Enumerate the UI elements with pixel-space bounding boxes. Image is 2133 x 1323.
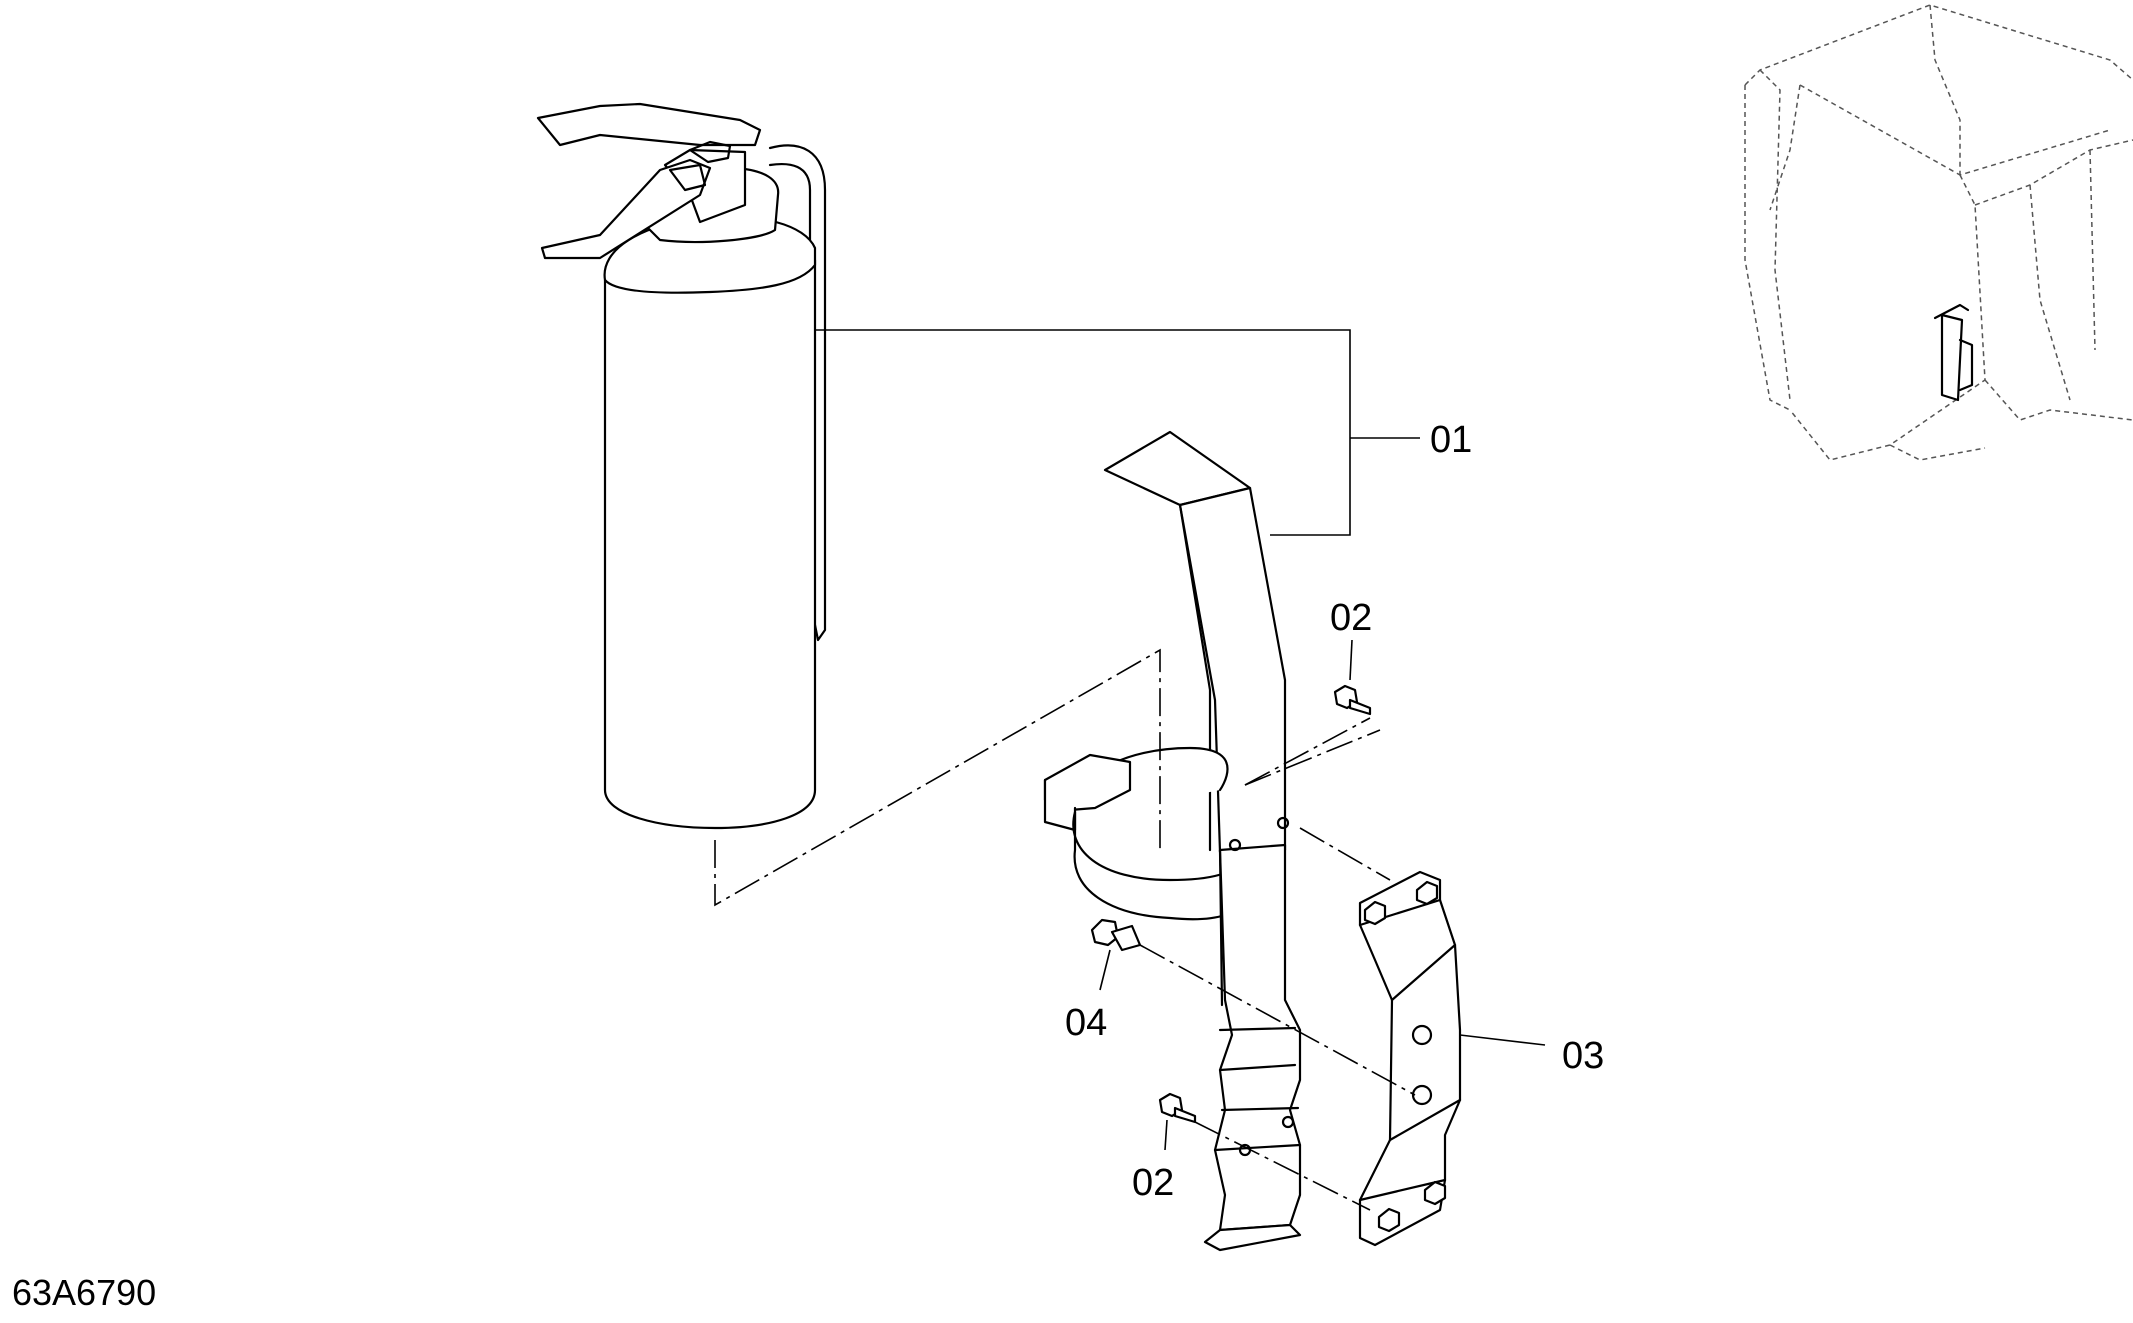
leader-lines [815, 329, 1546, 1151]
mounting-plate [1358, 870, 1462, 1247]
callout-03: 03 [1562, 1035, 1604, 1077]
callout-02-bottom: 02 [1132, 1162, 1174, 1204]
extinguisher-bracket [1043, 430, 1302, 1252]
assembly-centerlines [714, 648, 1416, 1211]
fire-extinguisher [536, 102, 827, 830]
callout-02-top: 02 [1330, 597, 1372, 639]
callout-04: 04 [1065, 1002, 1107, 1044]
bolt-bottom [1158, 1092, 1197, 1124]
bolt-large [1090, 918, 1142, 952]
callout-01: 01 [1430, 419, 1472, 461]
bolt-top [1333, 684, 1372, 716]
machine-locator-view [1744, 4, 2133, 461]
drawing-number: 63A6790 [12, 1272, 156, 1313]
